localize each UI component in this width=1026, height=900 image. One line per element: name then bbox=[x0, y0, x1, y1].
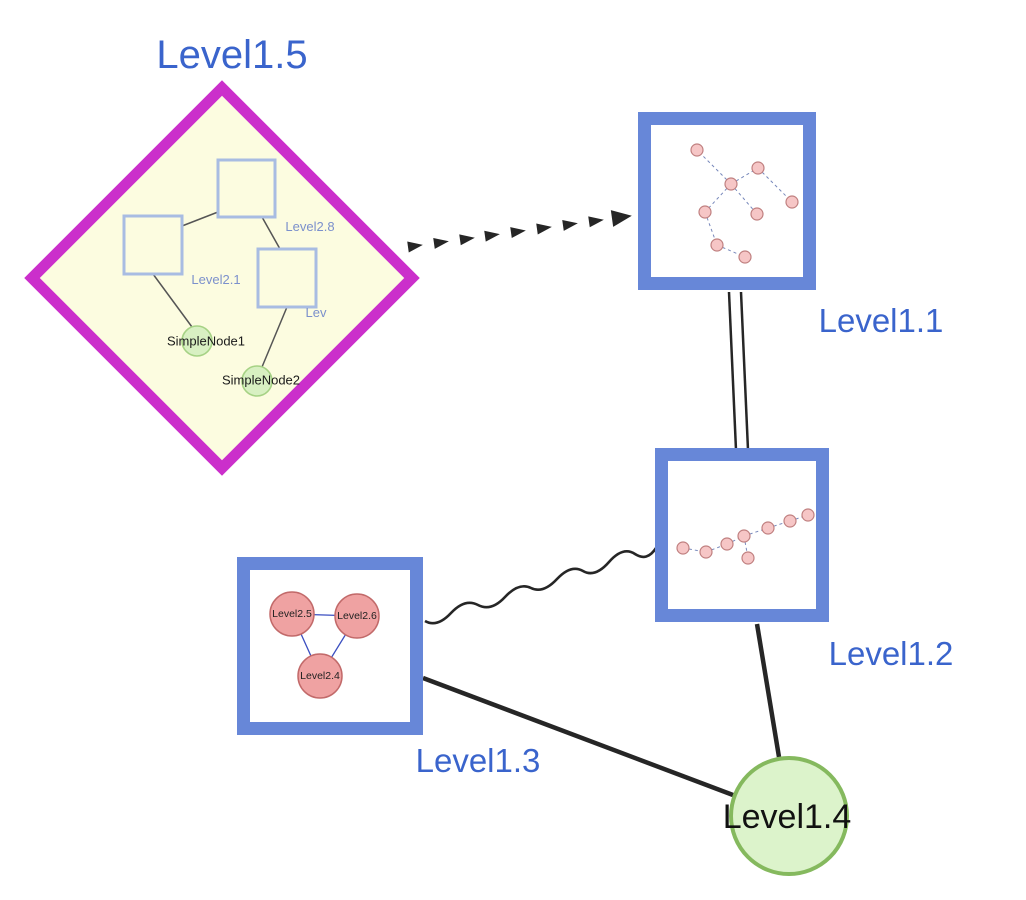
node-level2-5[interactable] bbox=[269, 591, 315, 637]
node-level2-6[interactable] bbox=[334, 593, 380, 639]
mini-edge bbox=[730, 183, 758, 215]
double-line-left bbox=[727, 291, 738, 451]
level1-4-label: Level1.4 bbox=[723, 798, 852, 836]
mini-node[interactable] bbox=[741, 551, 755, 565]
node-level2-4[interactable] bbox=[297, 653, 343, 699]
mini-node[interactable] bbox=[801, 508, 815, 522]
mini-node[interactable] bbox=[783, 514, 797, 528]
mini-node[interactable] bbox=[761, 521, 775, 535]
node-level1-4[interactable] bbox=[729, 756, 849, 876]
mini-node[interactable] bbox=[785, 195, 799, 209]
node-level2-8[interactable] bbox=[216, 158, 277, 219]
node-level2-x[interactable] bbox=[256, 247, 318, 309]
node-level1-3: Level2.5 Level2.6 Level2.4 bbox=[237, 557, 423, 735]
node-level1-5: Level2.8 Level2.1 Lev SimpleNode1 Simple… bbox=[24, 80, 420, 476]
arrow-dash-icon bbox=[536, 221, 553, 235]
mini-node[interactable] bbox=[699, 545, 713, 559]
mini-node[interactable] bbox=[710, 238, 724, 252]
node-level2-1[interactable] bbox=[122, 214, 184, 276]
mini-edge bbox=[743, 527, 769, 537]
level1-1-inner-graph bbox=[690, 143, 799, 264]
mini-node[interactable] bbox=[751, 161, 765, 175]
level1-3-box[interactable] bbox=[237, 557, 423, 735]
arrow-dash-icon bbox=[433, 235, 450, 249]
mini-node[interactable] bbox=[750, 207, 764, 221]
node-simplenode1[interactable] bbox=[181, 325, 213, 357]
arrow-dash-icon bbox=[588, 214, 605, 228]
arrow-dash-icon bbox=[562, 217, 579, 231]
level1-1-box[interactable] bbox=[638, 112, 816, 290]
edge-level11-level12[interactable] bbox=[727, 291, 750, 451]
edge-level12-level14[interactable] bbox=[754, 623, 782, 758]
edge-square-top-square-left[interactable] bbox=[181, 211, 219, 227]
level1-3-label: Level1.3 bbox=[416, 742, 541, 779]
mini-node[interactable] bbox=[690, 143, 704, 157]
mini-edge bbox=[696, 149, 732, 185]
mini-node[interactable] bbox=[738, 250, 752, 264]
mini-node[interactable] bbox=[676, 541, 690, 555]
level2-8-label: Level2.8 bbox=[285, 219, 334, 234]
arrowhead-icon bbox=[610, 210, 632, 227]
mini-node[interactable] bbox=[737, 529, 751, 543]
level2-truncated-label: Lev bbox=[306, 305, 327, 320]
edge-level13-level14[interactable] bbox=[422, 675, 734, 798]
level1-1-label: Level1.1 bbox=[819, 302, 944, 339]
mini-node[interactable] bbox=[720, 537, 734, 551]
edge-square-right-simplenode2[interactable] bbox=[261, 306, 288, 368]
node-level1-1 bbox=[638, 112, 816, 290]
simplenode1-label: SimpleNode1 bbox=[167, 334, 245, 349]
level1-3-inner-graph: Level2.5 Level2.6 Level2.4 bbox=[269, 591, 380, 699]
mini-node[interactable] bbox=[724, 177, 738, 191]
level1-2-inner-graph bbox=[676, 508, 815, 565]
arrow-dash-icon bbox=[484, 228, 501, 242]
edge-level13-level12[interactable] bbox=[424, 547, 658, 625]
simplenode2-label: SimpleNode2 bbox=[222, 373, 300, 388]
arrow-dash-icon bbox=[459, 232, 476, 246]
node-level1-2 bbox=[655, 448, 829, 622]
double-line-right bbox=[739, 291, 750, 451]
arrow-dash-icon bbox=[510, 225, 527, 239]
node-simplenode2[interactable] bbox=[241, 365, 273, 397]
level2-5-label: Level2.5 bbox=[272, 608, 312, 620]
diamond-shape[interactable] bbox=[24, 80, 420, 476]
edge-square-top-square-right[interactable] bbox=[261, 216, 281, 250]
arrow-dash-icon bbox=[407, 239, 424, 253]
level2-4-label: Level2.4 bbox=[300, 670, 340, 682]
level1-5-label: Level1.5 bbox=[156, 33, 307, 77]
edge-level15-level11[interactable] bbox=[407, 207, 633, 253]
level1-2-label: Level1.2 bbox=[829, 635, 954, 672]
mini-edge bbox=[757, 167, 793, 203]
level2-6-label: Level2.6 bbox=[337, 610, 377, 622]
mini-node[interactable] bbox=[698, 205, 712, 219]
level2-1-label: Level2.1 bbox=[191, 272, 240, 287]
edge-square-left-simplenode1[interactable] bbox=[152, 273, 193, 328]
